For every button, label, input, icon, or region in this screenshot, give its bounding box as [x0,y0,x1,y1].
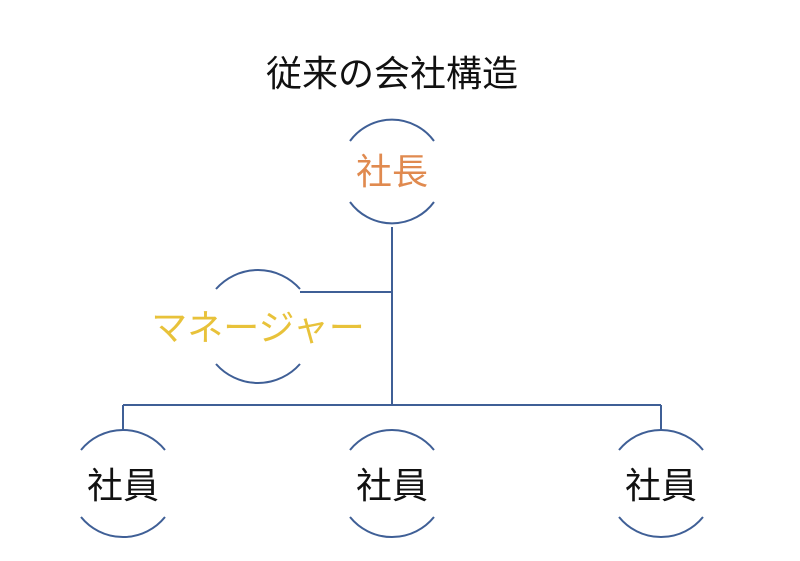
node-employee-2-top-arc [349,428,435,451]
node-manager-bottom-arc [215,363,301,384]
node-employee-3-bottom-arc [618,516,704,539]
node-employee-1-label: 社員 [87,466,159,507]
node-manager-top-arc [215,269,301,290]
node-employee-3-top-arc [618,428,704,451]
node-employee-2-label: 社員 [356,466,428,507]
node-president-bottom-arc [349,201,435,225]
node-manager: マネージャー [151,269,365,384]
node-employee-2: 社員 [349,428,435,539]
node-employee-3-label: 社員 [625,466,697,507]
node-employee-3: 社員 [618,428,704,539]
node-employee-1: 社員 [80,428,166,539]
node-president-label: 社長 [356,152,428,193]
connector-lines [122,227,662,430]
node-employee-1-bottom-arc [80,516,166,539]
node-employee-2-bottom-arc [349,516,435,539]
node-president-top-arc [349,118,435,142]
node-employee-1-top-arc [80,428,166,451]
node-president: 社長 [349,118,435,225]
diagram-title: 従来の会社構造 [266,54,518,95]
node-manager-label: マネージャー [151,308,364,349]
